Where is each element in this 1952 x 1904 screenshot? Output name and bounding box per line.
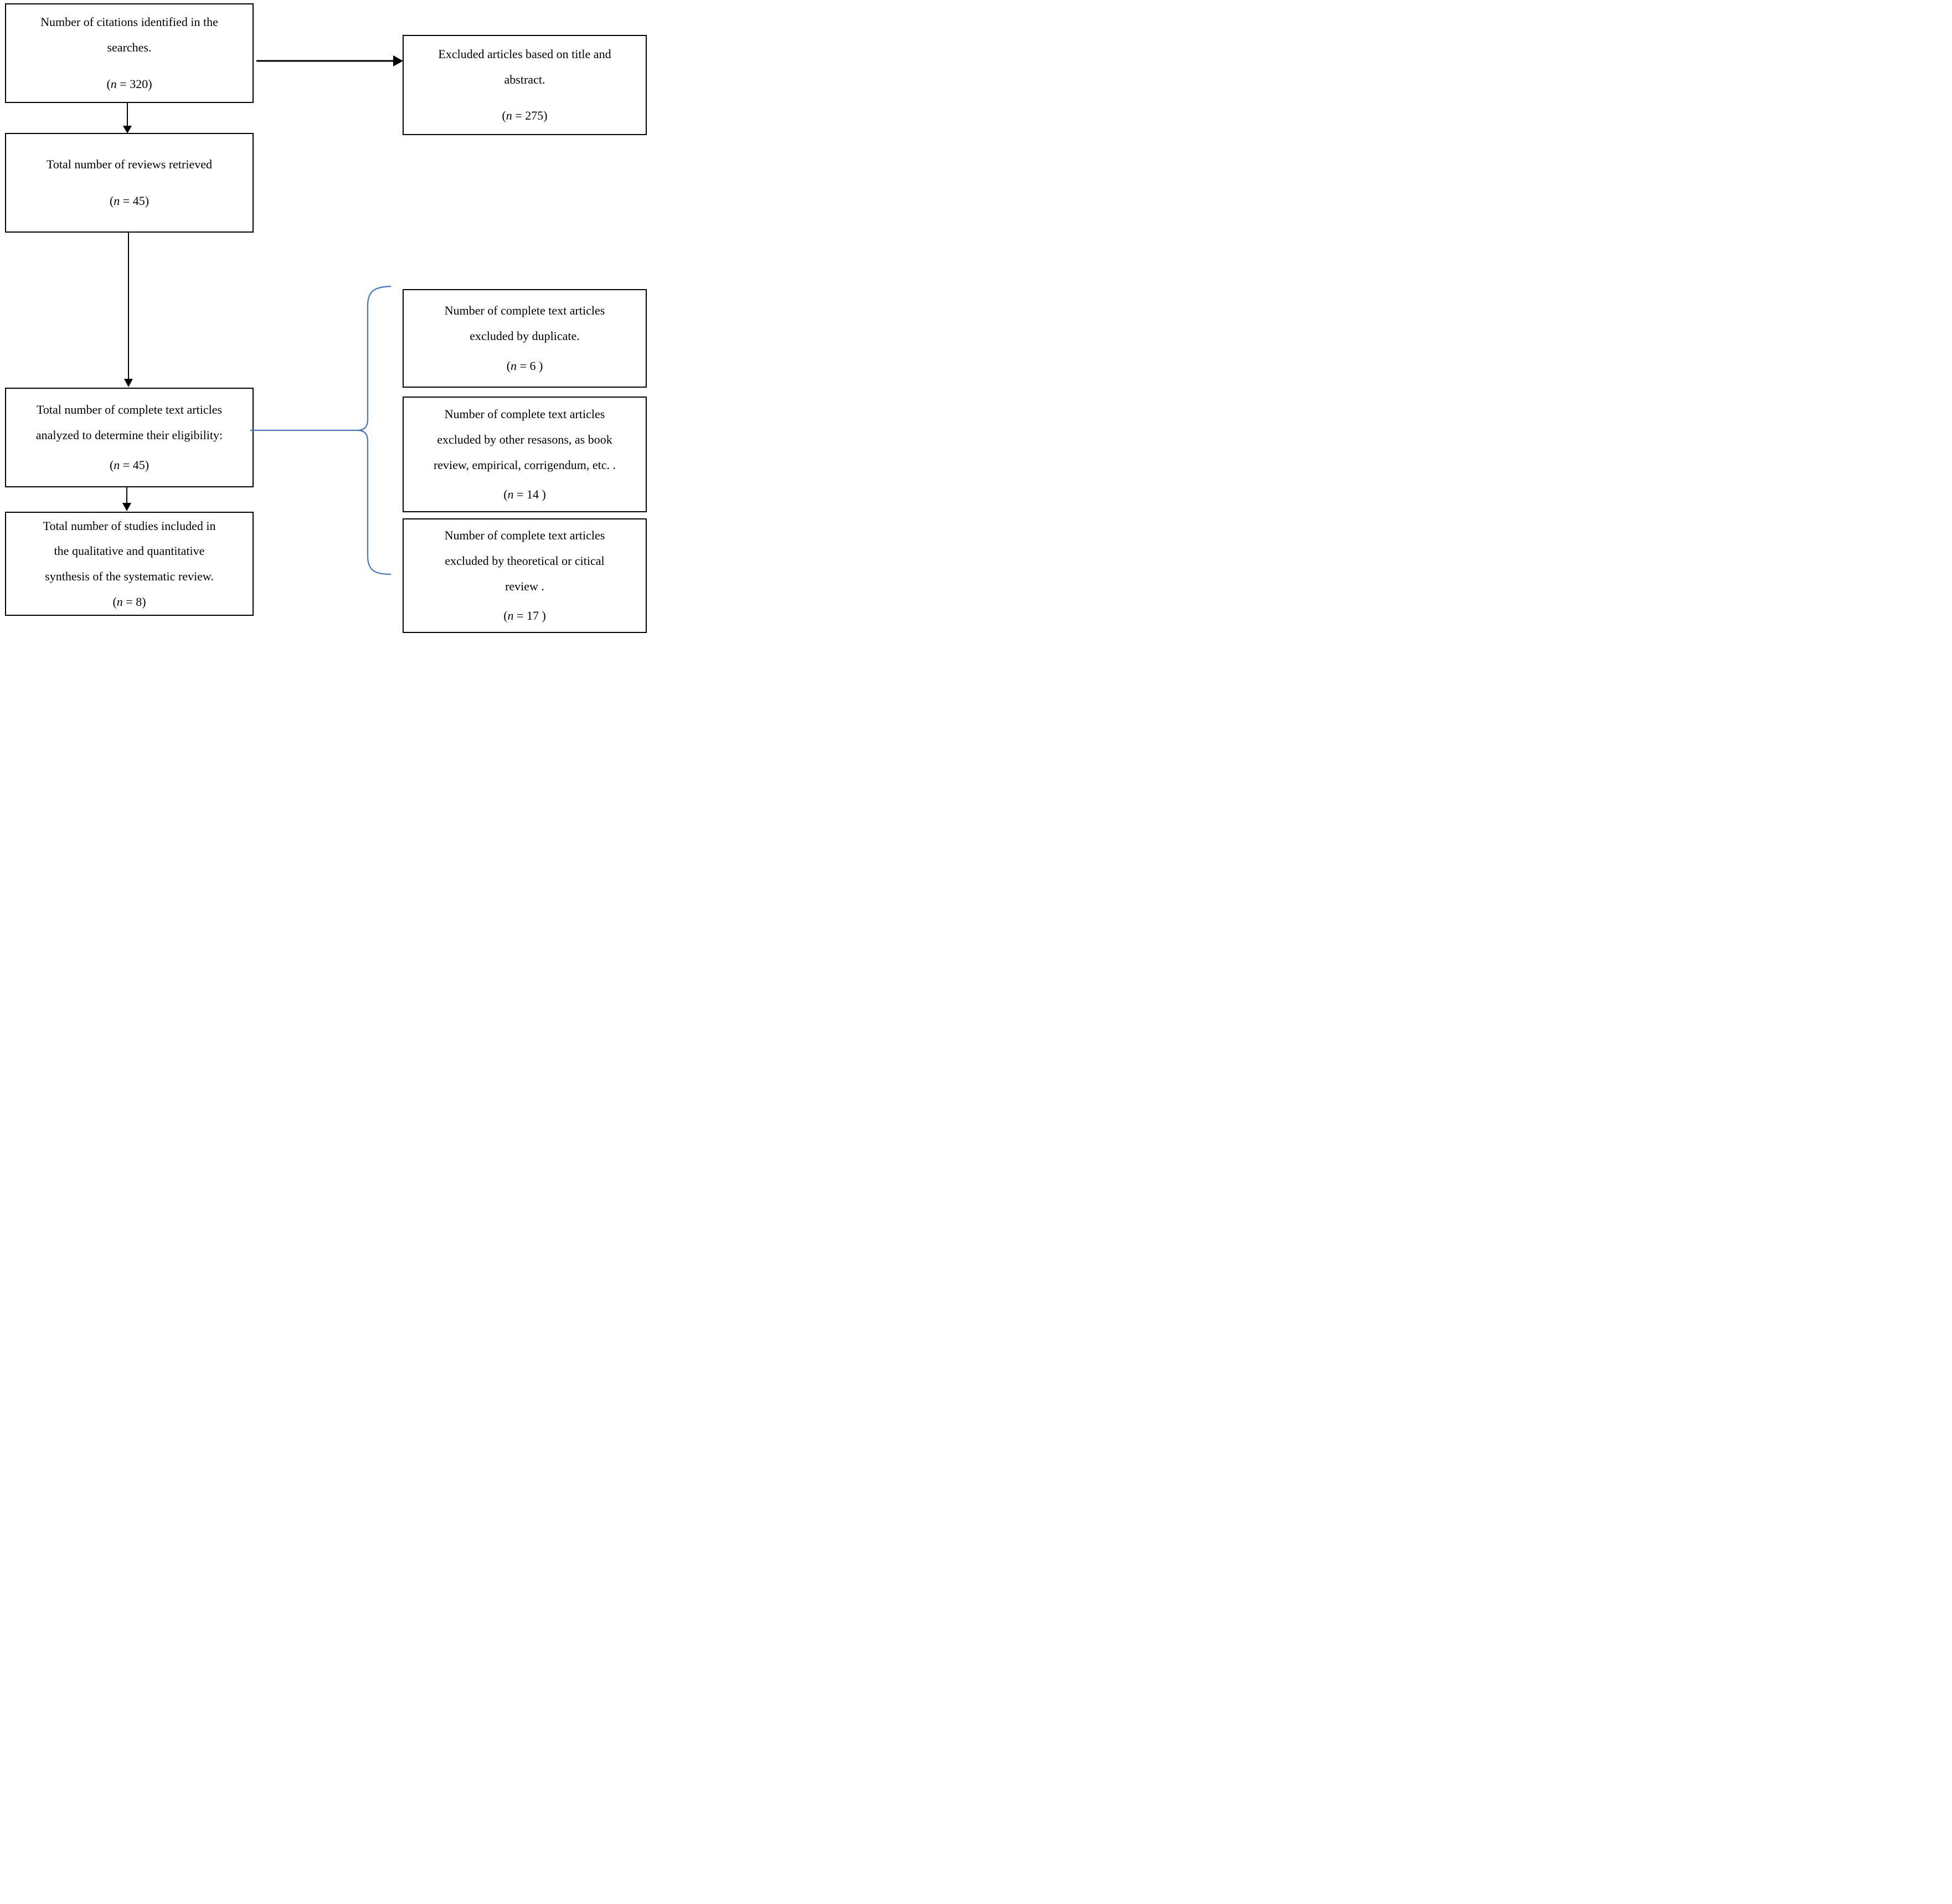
box-text-line: Excluded articles based on title and (438, 47, 611, 61)
n-variable: n (506, 109, 512, 123)
n-variable: n (507, 609, 514, 623)
box-text-line: excluded by theoretical or citical (445, 553, 605, 568)
count-value: = 14 ) (513, 487, 546, 502)
box-text-line: Number of complete text articles (444, 528, 605, 542)
count-open: ( (502, 109, 506, 123)
count-value: = 275) (512, 109, 548, 123)
box-text-line: the qualitative and quantitative (54, 544, 205, 558)
count-label: (n = 8) (112, 589, 146, 615)
box-text-line: review, empirical, corrigendum, etc. . (433, 457, 616, 472)
count-label: (n = 45) (110, 188, 149, 214)
count-label: (n = 17 ) (503, 603, 546, 629)
box-studies-included: Total number of studies included in the … (5, 512, 254, 616)
box-text-line: excluded by other resasons, as book (437, 432, 612, 446)
box-text-line: Total number of studies included in (43, 518, 216, 533)
count-value: = 6 ) (517, 358, 543, 373)
n-variable: n (507, 487, 514, 502)
arrow-citations-to-reviews (123, 103, 132, 133)
count-open: ( (109, 194, 114, 208)
count-label: (n = 14 ) (503, 482, 546, 507)
count-value: = 45) (120, 194, 150, 208)
count-open: ( (109, 457, 114, 472)
count-label: (n = 6 ) (507, 353, 543, 379)
count-open: ( (106, 76, 111, 91)
prisma-flow-diagram: Number of citations identified in the se… (0, 0, 651, 635)
count-label: (n = 275) (502, 103, 547, 128)
count-value: = 320) (116, 76, 152, 91)
arrow-citations-to-excluded (256, 55, 403, 66)
count-open: ( (503, 487, 508, 502)
box-text-line: abstract. (504, 72, 545, 86)
box-text-line: review . (505, 579, 544, 593)
arrow-reviews-to-analyzed (124, 233, 133, 387)
box-reviews-retrieved: Total number of reviews retrieved (n = 4… (5, 133, 254, 233)
count-value: = 8) (122, 594, 146, 609)
count-open: ( (112, 594, 117, 609)
box-text-line: searches. (107, 40, 152, 55)
arrow-analyzed-to-included (122, 487, 131, 511)
count-label: (n = 45) (110, 452, 149, 478)
box-text-line: Number of citations identified in the (40, 15, 218, 29)
box-text-line: Total number of reviews retrieved (46, 157, 212, 172)
exclusion-bracket (357, 285, 392, 575)
count-value: = 45) (120, 457, 150, 472)
count-value: = 17 ) (513, 609, 546, 623)
box-text-line: Number of complete text articles (444, 303, 605, 318)
count-open: ( (503, 609, 508, 623)
box-excluded-other-reasons: Number of complete text articles exclude… (403, 397, 647, 512)
count-label: (n = 320) (106, 71, 152, 97)
box-excluded-theoretical-critical: Number of complete text articles exclude… (403, 518, 647, 633)
box-text-line: synthesis of the systematic review. (45, 569, 214, 583)
box-text-line: analyzed to determine their eligibility: (35, 428, 223, 442)
box-text-line: excluded by duplicate. (470, 329, 580, 343)
box-excluded-duplicate: Number of complete text articles exclude… (403, 289, 647, 388)
box-citations-identified: Number of citations identified in the se… (5, 3, 254, 103)
box-text-line: Number of complete text articles (444, 407, 605, 421)
box-articles-analyzed: Total number of complete text articles a… (5, 388, 254, 487)
box-excluded-title-abstract: Excluded articles based on title and abs… (403, 35, 647, 135)
n-variable: n (114, 457, 120, 472)
n-variable: n (116, 594, 123, 609)
n-variable: n (511, 358, 517, 373)
n-variable: n (114, 194, 120, 208)
n-variable: n (110, 76, 117, 91)
box-text-line: Total number of complete text articles (36, 403, 223, 417)
count-open: ( (506, 358, 511, 373)
